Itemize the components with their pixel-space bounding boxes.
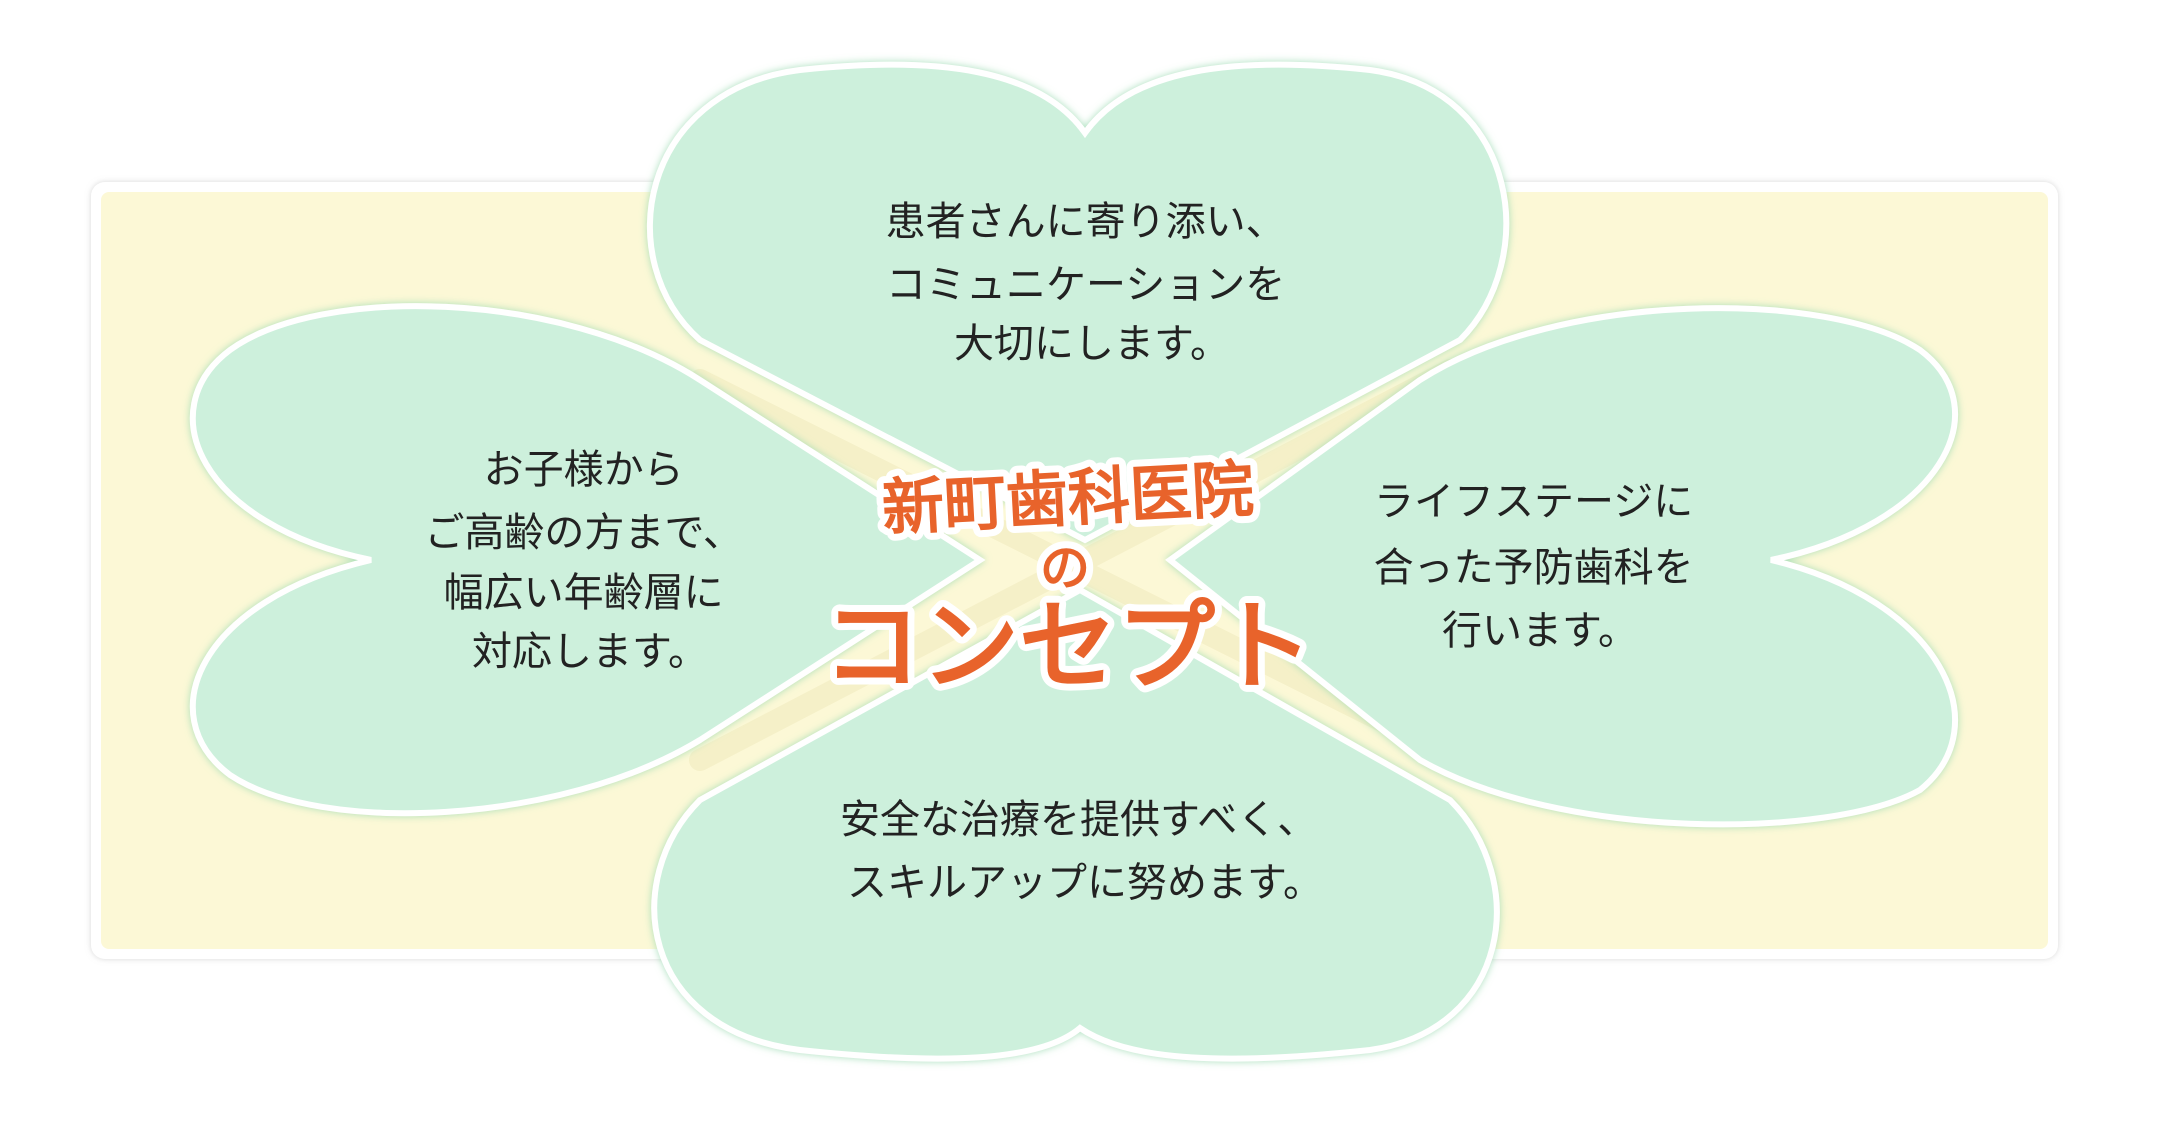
petal-left	[189, 303, 986, 817]
logo-particle: の	[1040, 539, 1090, 597]
petal-top	[646, 61, 1510, 544]
petal-bottom	[651, 586, 1500, 1062]
petal-right-text: ライフステージに 合った予防歯科を 行います。	[1374, 479, 1707, 654]
petal-top-text: 患者さんに寄り添い、 コミュニケーションを 大切にします。	[886, 199, 1299, 367]
petal-right	[1165, 305, 1959, 828]
petal-left-text: お子様から ご高齢の方まで、 幅広い年齢層に 対応します。	[424, 447, 755, 675]
petal-bottom-text: 安全な治療を提供すべく、 スキルアップに努めます。	[840, 797, 1330, 906]
concept-logo: 新町歯科医院 の コンセプト	[816, 445, 1320, 711]
logo-concept: コンセプト	[823, 590, 1313, 704]
cross-stems	[689, 359, 1471, 771]
